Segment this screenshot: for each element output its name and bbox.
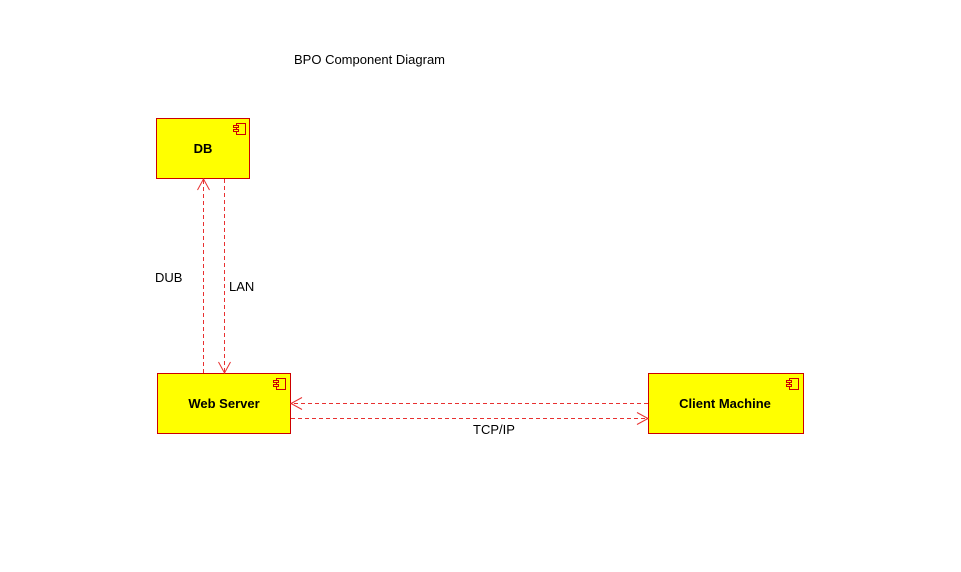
connector-dub[interactable] (197, 177, 210, 373)
component-db-label: DB (194, 141, 213, 156)
connector-lan-arrowhead (218, 361, 231, 375)
connector-dub-label: DUB (155, 270, 182, 285)
component-web-server-label: Web Server (188, 396, 259, 411)
component-icon (786, 378, 799, 390)
component-web-server[interactable]: Web Server (157, 373, 291, 434)
component-icon (273, 378, 286, 390)
connector-tcpip-label: TCP/IP (473, 422, 515, 437)
component-client-machine-label: Client Machine (679, 396, 771, 411)
component-icon (233, 123, 246, 135)
connector-tcpip-to-client[interactable] (291, 412, 650, 425)
connector-dub-arrowhead (197, 177, 210, 191)
connector-tcpip-to-client-arrowhead (636, 412, 650, 425)
connector-lan[interactable] (218, 179, 231, 375)
component-client-machine[interactable]: Client Machine (648, 373, 804, 434)
component-db[interactable]: DB (156, 118, 250, 179)
connector-tcpip-to-server-arrowhead (289, 397, 303, 410)
component-client-machine-box (648, 373, 804, 434)
component-web-server-box (157, 373, 291, 434)
connector-tcpip-to-server[interactable] (289, 397, 648, 410)
diagram-title: BPO Component Diagram (294, 52, 445, 67)
component-db-box (156, 118, 250, 179)
connector-lan-label: LAN (229, 279, 254, 294)
